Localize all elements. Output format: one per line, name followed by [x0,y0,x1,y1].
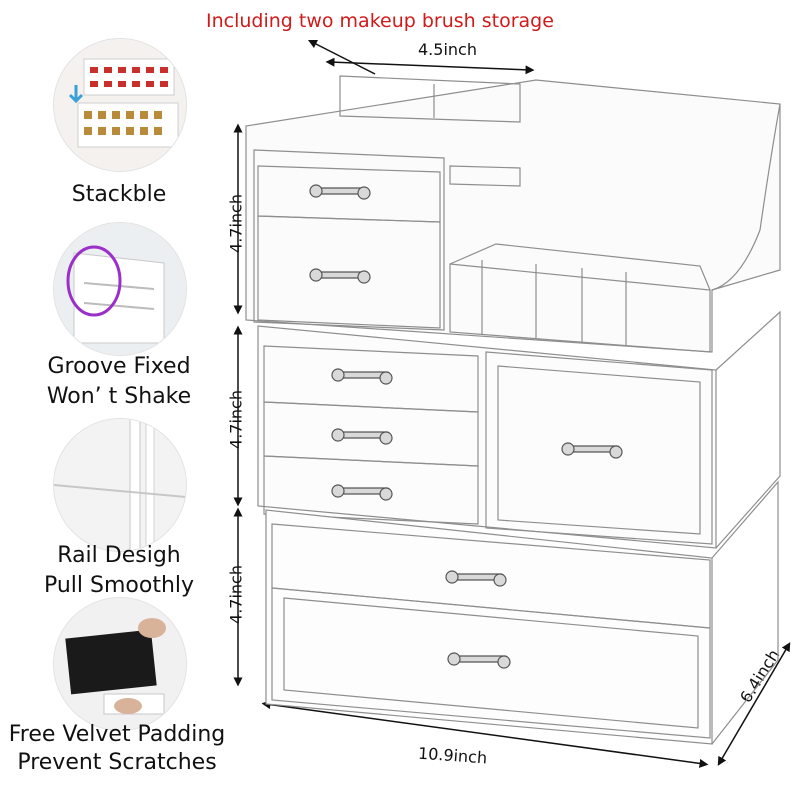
handle-top-1 [309,184,371,200]
stackable-photo [53,38,187,172]
feature-stackable-label: Stackble [71,182,167,207]
feature-rail-label-1: Rail Desigh [57,543,181,568]
drawer-handles [309,184,623,669]
feature-velvet-label-2: Prevent Scratches [17,750,217,775]
depth-arrow [717,642,791,766]
dimension-top-width: 4.5inch [418,40,477,59]
handle-bottom-1 [445,570,507,587]
stacked-lipstick-boxes-image [54,39,186,171]
total-width-arrow [261,700,709,768]
velvet-padding-image [54,598,186,730]
groove-closeup-image [54,223,186,355]
handle-mid-2 [331,428,393,445]
velvet-photo [53,597,187,731]
rail-closeup-image [54,419,186,551]
callout-arrow [307,39,376,75]
handle-mid-1 [331,368,393,385]
feature-groove-label-2: Won’ t Shake [46,384,192,409]
handle-mid-large [561,442,623,459]
brush-storage-callout: Including two makeup brush storage [206,10,554,32]
top-width-arrow [325,57,535,75]
top-tier [245,75,781,353]
feature-rail-label-2: Pull Smoothly [43,573,195,598]
feature-velvet-label-1: Free Velvet Padding [8,722,226,747]
handle-top-2 [309,268,371,284]
rail-photo [53,418,187,552]
feature-groove-label-1: Groove Fixed [47,354,191,379]
handle-bottom-2 [447,652,511,669]
handle-mid-3 [331,484,393,501]
bottom-tier [265,480,779,745]
groove-photo [53,222,187,356]
